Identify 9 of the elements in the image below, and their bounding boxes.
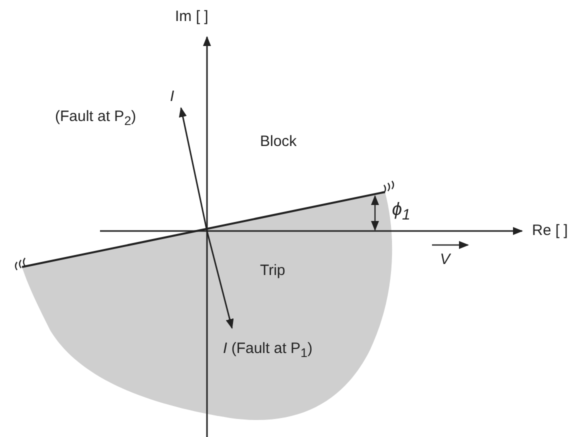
region-label: Block [260,133,297,151]
phasor-label: (Fault at P$_{2}$) [55,108,136,130]
region-label: Trip [260,262,286,280]
axis-label: Re [ ] [532,222,568,240]
phasor-label: V [440,251,450,269]
phasor-label: I [170,88,174,106]
phasor-label: I (Fault at P$_{1}$) [223,340,312,362]
angle-label: ϕ$_{1}$ [392,200,410,225]
axis-label: Im [ ] [175,8,208,26]
